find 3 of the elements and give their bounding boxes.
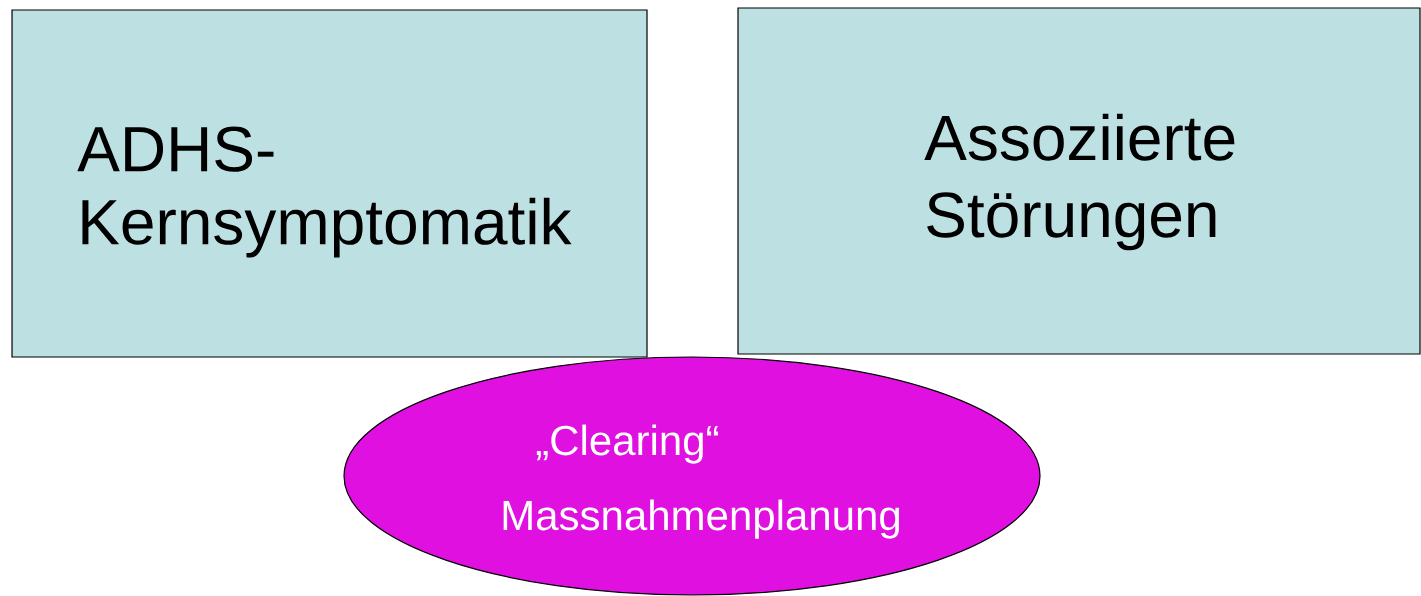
text-box: Assoziierte Störungen	[737, 7, 1421, 355]
ellipse-node: „Clearing“ Massnahmenplanung	[343, 356, 1041, 596]
text-box: ADHS- Kernsymptomatik	[11, 9, 648, 358]
